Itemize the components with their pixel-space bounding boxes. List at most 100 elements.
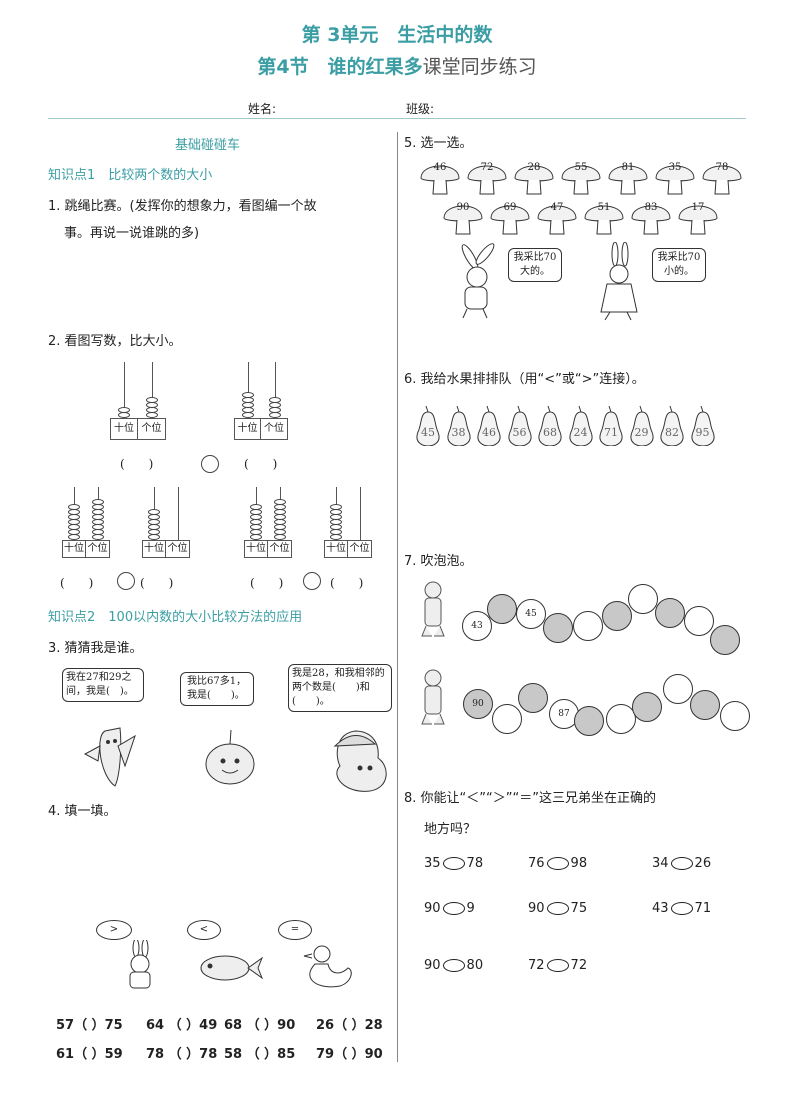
answer-oval[interactable] xyxy=(670,902,693,915)
mushroom[interactable]: 78 xyxy=(701,158,743,196)
soap-bubble[interactable] xyxy=(690,690,720,720)
soap-bubble[interactable] xyxy=(543,613,573,643)
answer-blank[interactable]: ( ) xyxy=(250,576,284,590)
comparison-item[interactable]: 68 （ ）90 xyxy=(224,1018,296,1033)
comparison-item[interactable]: 58 （ ）85 xyxy=(224,1047,296,1062)
mushroom-icon xyxy=(584,205,624,235)
answer-oval[interactable] xyxy=(546,902,569,915)
mushroom[interactable]: 47 xyxy=(536,198,578,236)
answer-oval[interactable] xyxy=(442,857,465,870)
pear-number: 68 xyxy=(543,426,557,439)
answer-oval[interactable] xyxy=(546,959,569,972)
soap-bubble[interactable]: 90 xyxy=(463,689,493,719)
soap-bubble[interactable] xyxy=(602,601,632,631)
pear-character xyxy=(333,730,387,792)
pear[interactable]: 46 xyxy=(475,404,503,447)
soap-bubble[interactable] xyxy=(663,674,693,704)
soap-bubble[interactable] xyxy=(684,606,714,636)
pear[interactable]: 45 xyxy=(414,404,442,447)
pear[interactable]: 24 xyxy=(567,404,595,447)
pear[interactable]: 95 xyxy=(689,404,717,447)
mushroom[interactable]: 83 xyxy=(630,198,672,236)
pear-number: 38 xyxy=(451,426,466,439)
mushroom[interactable]: 35 xyxy=(654,158,696,196)
mushroom-number: 46 xyxy=(433,162,447,173)
lesson-title: 第4节 谁的红果多课堂同步练习 xyxy=(0,52,794,79)
mushroom-number: 35 xyxy=(668,162,682,173)
pear[interactable]: 68 xyxy=(536,404,564,447)
mushroom[interactable]: 17 xyxy=(677,198,719,236)
soap-bubble[interactable] xyxy=(655,598,685,628)
answer-oval[interactable] xyxy=(442,959,465,972)
pear[interactable]: 82 xyxy=(658,404,686,447)
right-number: 98 xyxy=(570,856,588,871)
answer-blank[interactable]: ( ) xyxy=(60,576,94,590)
mushroom[interactable]: 72 xyxy=(466,158,508,196)
pear-icon xyxy=(691,405,714,447)
question-8-cont: 地方吗？ xyxy=(424,822,477,837)
pear[interactable]: 71 xyxy=(597,404,625,447)
sign-bubble-greater: > xyxy=(96,920,132,940)
abacus-bead xyxy=(268,397,281,403)
pear-number: 56 xyxy=(512,426,527,439)
mushroom-icon xyxy=(514,165,554,195)
pear[interactable]: 29 xyxy=(628,404,656,447)
soap-bubble[interactable] xyxy=(606,704,636,734)
comparison-item[interactable]: 57（ ）75 xyxy=(56,1018,123,1033)
compare-circle[interactable] xyxy=(117,572,135,590)
soap-bubble[interactable] xyxy=(492,704,522,734)
mushroom[interactable]: 69 xyxy=(489,198,531,236)
tens-place-label: 十位 xyxy=(62,540,86,558)
soap-bubble[interactable] xyxy=(518,683,548,713)
left-number: 43 xyxy=(652,901,669,916)
ones-place-label: 个位 xyxy=(347,540,372,558)
answer-blank[interactable]: ( ) xyxy=(330,576,364,590)
compare-circle[interactable] xyxy=(303,572,321,590)
answer-oval[interactable] xyxy=(442,902,465,915)
mushroom[interactable]: 46 xyxy=(419,158,461,196)
right-number: 80 xyxy=(466,958,484,973)
mushroom[interactable]: 90 xyxy=(442,198,484,236)
soap-bubble[interactable] xyxy=(632,692,662,722)
soap-bubble[interactable] xyxy=(487,594,517,624)
answer-oval[interactable] xyxy=(546,857,569,870)
compare-circle[interactable] xyxy=(201,455,219,473)
left-number: 72 xyxy=(528,958,545,973)
mushroom-number: 72 xyxy=(480,162,494,173)
knowledge-point-1: 知识点1 比较两个数的大小 xyxy=(48,168,213,183)
mushroom[interactable]: 28 xyxy=(513,158,555,196)
answer-blank[interactable]: ( ) xyxy=(120,457,154,471)
comparison-item[interactable]: 26（ ）28 xyxy=(316,1018,383,1033)
soap-bubble[interactable] xyxy=(574,706,604,736)
comparison-item[interactable]: 79（ ）90 xyxy=(316,1047,383,1062)
answer-blank[interactable]: ( ) xyxy=(244,457,278,471)
pear[interactable]: 56 xyxy=(506,404,534,447)
comparison-item[interactable]: 61（ ）59 xyxy=(56,1047,123,1062)
mushroom-icon xyxy=(655,165,695,195)
soap-bubble[interactable]: 43 xyxy=(462,611,492,641)
knowledge-point-2: 知识点2 100以内数的大小比较方法的应用 xyxy=(48,610,303,625)
comparison-item[interactable]: 64 （ ）49 xyxy=(146,1018,218,1033)
soap-bubble[interactable] xyxy=(720,701,750,731)
mushroom-icon xyxy=(608,165,648,195)
mushroom[interactable]: 81 xyxy=(607,158,649,196)
mushroom-number: 17 xyxy=(691,202,705,213)
pear-number: 71 xyxy=(604,426,618,439)
question-4: 4. 填一填。 xyxy=(48,804,117,819)
answer-oval[interactable] xyxy=(670,857,693,870)
mushroom-icon xyxy=(702,165,742,195)
pear[interactable]: 38 xyxy=(445,404,473,447)
mushroom[interactable]: 51 xyxy=(583,198,625,236)
question-8: 8. 你能让“＜”“＞”“＝”这三兄弟坐在正确的 xyxy=(404,791,656,806)
question-3: 3. 猜猜我是谁。 xyxy=(48,641,143,656)
soap-bubble[interactable] xyxy=(628,584,658,614)
soap-bubble[interactable] xyxy=(573,611,603,641)
soap-bubble[interactable] xyxy=(710,625,740,655)
answer-blank[interactable]: ( ) xyxy=(140,576,174,590)
mushroom-number: 83 xyxy=(644,202,658,213)
soap-bubble[interactable]: 45 xyxy=(516,599,546,629)
comparison-item[interactable]: 78 （ ）78 xyxy=(146,1047,218,1062)
mushroom[interactable]: 55 xyxy=(560,158,602,196)
